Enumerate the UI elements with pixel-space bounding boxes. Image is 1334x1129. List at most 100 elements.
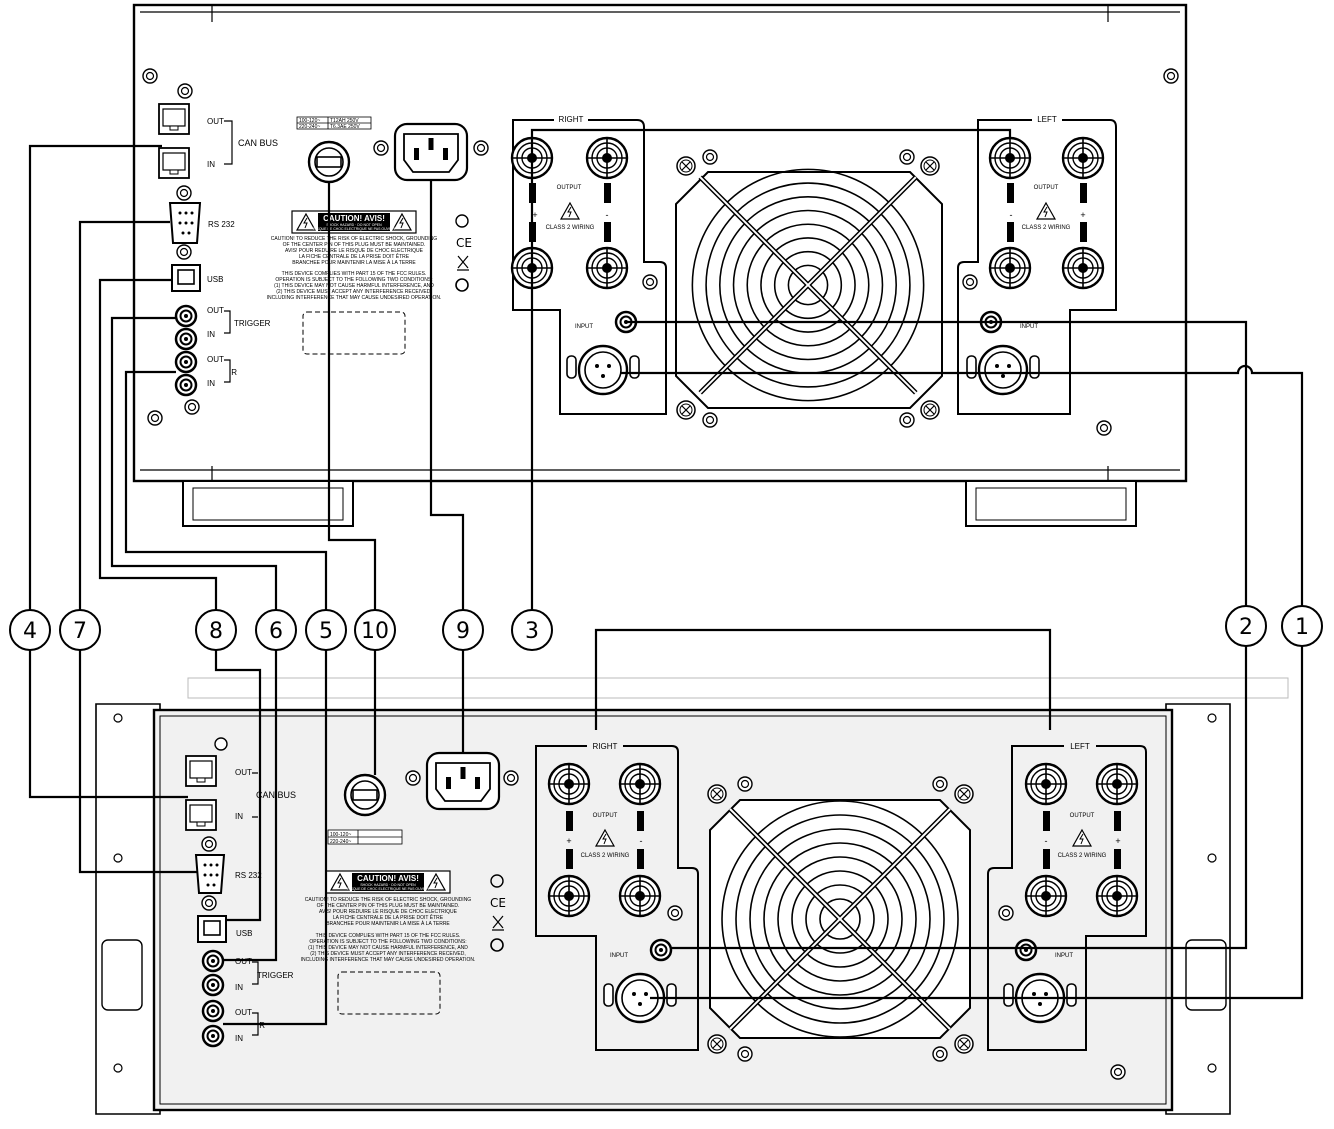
left-speaker-terminal[interactable] (988, 136, 1032, 180)
trigger-out-jack[interactable] (174, 304, 198, 328)
screw-icon (899, 149, 915, 165)
svg-text:CLASS 2 WIRING: CLASS 2 WIRING (546, 225, 595, 231)
right-speaker-terminal[interactable] (547, 874, 591, 918)
screw-icon (899, 412, 915, 428)
svg-text:10: 10 (361, 619, 389, 644)
trigger-in-jack[interactable] (201, 973, 225, 997)
svg-text:8: 8 (209, 619, 223, 644)
can-bus-in-port[interactable] (158, 147, 190, 179)
fuse-holder[interactable] (343, 773, 387, 817)
screw-icon (642, 274, 658, 290)
svg-text:OPERATION IS SUBJECT TO THE FO: OPERATION IS SUBJECT TO THE FOLLOWING TW… (275, 277, 432, 283)
left-speaker-terminal[interactable] (1024, 874, 1068, 918)
ac-power-inlet[interactable] (425, 751, 501, 811)
right-speaker-terminal[interactable] (618, 874, 662, 918)
screw-icon (707, 784, 727, 804)
screw-icon (954, 1034, 974, 1054)
svg-text:220-240~: 220-240~ (299, 124, 320, 130)
right-output-block (512, 119, 667, 415)
ir-out-jack[interactable] (174, 350, 198, 374)
svg-text:T6.3AE 250V: T6.3AE 250V (330, 124, 360, 130)
can-bus-in-port[interactable] (185, 799, 217, 831)
screw-icon (954, 784, 974, 804)
svg-text:100-120~: 100-120~ (299, 118, 320, 124)
screw-icon (1096, 420, 1112, 436)
callout-3: 3 (511, 609, 553, 651)
svg-text:3: 3 (525, 619, 539, 644)
csa-icon (455, 214, 469, 228)
svg-text:OUT: OUT (235, 768, 252, 777)
svg-text:THIS DEVICE COMPLIES WITH PART: THIS DEVICE COMPLIES WITH PART 15 OF THE… (282, 271, 427, 277)
screw-icon (373, 140, 389, 156)
trigger-out-jack[interactable] (201, 949, 225, 973)
screw-icon (707, 1034, 727, 1054)
certification-icons: CE (490, 874, 506, 952)
screw-icon (473, 140, 489, 156)
ce-icon: CE (490, 896, 506, 910)
ac-power-inlet[interactable] (393, 122, 469, 182)
svg-text:OUT: OUT (235, 1008, 252, 1017)
csa-icon (490, 874, 504, 888)
can-bus-label: CAN BUS (238, 138, 278, 148)
trigger-label: TRIGGER (234, 319, 271, 328)
svg-text:INPUT: INPUT (610, 953, 628, 959)
right-speaker-terminal[interactable] (585, 136, 629, 180)
left-rca-input[interactable] (1014, 938, 1038, 962)
callout-9: 9 (442, 609, 484, 651)
svg-text:CLASS 2 WIRING: CLASS 2 WIRING (1058, 853, 1107, 859)
ir-in-jack[interactable] (201, 1024, 225, 1048)
screw-icon (201, 895, 217, 911)
trigger-out-label: OUT (207, 306, 224, 315)
can-in-label: IN (207, 160, 215, 169)
left-speaker-terminal[interactable] (1061, 136, 1105, 180)
left-speaker-terminal[interactable] (1024, 762, 1068, 806)
svg-text:220-240~: 220-240~ (330, 839, 351, 845)
screw-icon (676, 156, 696, 176)
can-bus-out-port[interactable] (185, 755, 217, 787)
right-speaker-terminal[interactable] (618, 762, 662, 806)
svg-text:-: - (606, 210, 609, 220)
right-speaker-terminal[interactable] (547, 762, 591, 806)
trigger-in-jack[interactable] (174, 327, 198, 351)
svg-text:CAUTION! TO REDUCE THE RISK OF: CAUTION! TO REDUCE THE RISK OF ELECTRIC … (305, 897, 472, 903)
ir-out-jack[interactable] (201, 999, 225, 1023)
bottom-amplifier-rear-panel: OUT IN CAN BUS RS 232 USB OUT IN TRIGGER… (95, 677, 1289, 1115)
svg-text:THIS DEVICE COMPLIES WITH PART: THIS DEVICE COMPLIES WITH PART 15 OF THE… (316, 933, 461, 939)
svg-text:5: 5 (319, 619, 333, 644)
right-rca-input[interactable] (649, 938, 673, 962)
serial-label-area (337, 971, 441, 1015)
screw-icon (176, 185, 192, 201)
screw-icon (201, 836, 217, 852)
screw-icon (737, 1046, 753, 1062)
svg-text:RISQUE DE CHOC ELECTRIQUE NE P: RISQUE DE CHOC ELECTRIQUE NE PAS OUVRIR (313, 227, 395, 231)
ir-in-jack[interactable] (174, 373, 198, 397)
screw-icon (676, 400, 696, 420)
left-speaker-terminal[interactable] (1095, 874, 1139, 918)
weee-icon (457, 255, 469, 271)
screw-icon (503, 770, 519, 786)
right-speaker-terminal[interactable] (585, 246, 629, 290)
rs232-label: RS 232 (208, 220, 235, 229)
svg-text:INPUT: INPUT (1055, 953, 1073, 959)
screw-icon (998, 905, 1014, 921)
fuse-holder[interactable] (307, 140, 351, 184)
svg-text:BRANCHEE POUR MAINTENIR LA MIS: BRANCHEE POUR MAINTENIR LA MISE À LA TER… (326, 920, 450, 927)
screw-icon (142, 68, 158, 84)
screw-icon (176, 244, 192, 260)
left-speaker-terminal[interactable] (1061, 246, 1105, 290)
can-bus-out-port[interactable] (158, 103, 190, 135)
svg-text:LEFT: LEFT (1070, 742, 1090, 751)
left-speaker-terminal[interactable] (988, 246, 1032, 290)
screw-icon (702, 149, 718, 165)
screw-icon (1163, 68, 1179, 84)
svg-text:(1) THIS DEVICE MAY NOT CAUSE: (1) THIS DEVICE MAY NOT CAUSE HARMFUL IN… (308, 945, 468, 951)
callout-6: 6 (255, 609, 297, 651)
left-speaker-terminal[interactable] (1095, 762, 1139, 806)
ir-label: IR (229, 368, 237, 377)
svg-text:CLASS 2 WIRING: CLASS 2 WIRING (1022, 225, 1071, 231)
callout-7: 7 (59, 609, 101, 651)
certification-icons: CE (455, 214, 472, 292)
svg-text:INCLUDING INTERFERENCE THAT MA: INCLUDING INTERFERENCE THAT MAY CAUSE UN… (267, 295, 442, 301)
screw-icon (920, 400, 940, 420)
svg-text:CLASS 2 WIRING: CLASS 2 WIRING (581, 853, 630, 859)
